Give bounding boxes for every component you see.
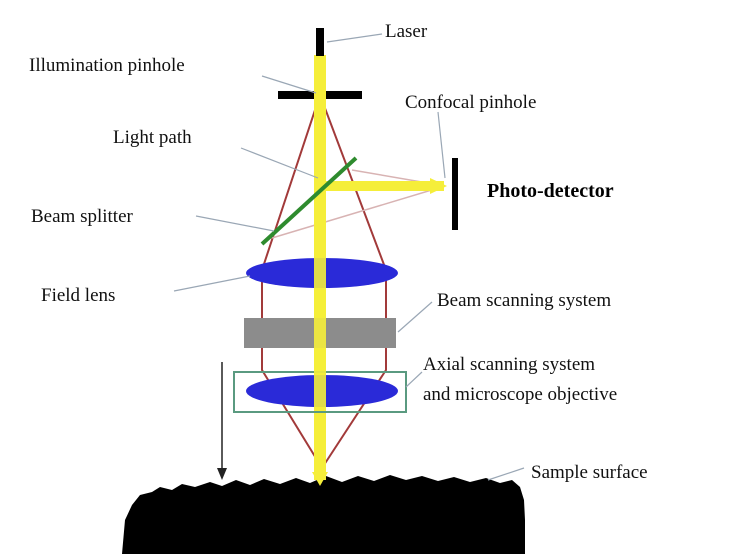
label-sample-surface: Sample surface — [531, 462, 648, 483]
label-beam-scanning-system: Beam scanning system — [437, 290, 611, 311]
label-beam-splitter: Beam splitter — [31, 206, 134, 227]
label-laser: Laser — [385, 21, 428, 42]
axial-scan-arrow — [217, 362, 227, 480]
label-photo-detector: Photo-detector — [487, 180, 614, 202]
reflected-rays — [271, 169, 446, 239]
leader-lines — [173, 33, 525, 481]
sample-surface-shape — [122, 475, 525, 554]
beam-splitter-shape — [260, 156, 358, 246]
label-light-path: Light path — [113, 127, 192, 148]
label-illumination-pinhole: Illumination pinhole — [29, 55, 185, 76]
label-axial-scanning-line2: and microscope objective — [423, 384, 617, 405]
illumination-pinhole-left — [278, 91, 314, 99]
confocal-pinhole-detector — [452, 158, 458, 230]
label-field-lens: Field lens — [41, 285, 115, 306]
illumination-pinhole-right — [326, 91, 362, 99]
label-axial-scanning-line1: Axial scanning system — [423, 354, 595, 375]
laser-source — [316, 28, 324, 56]
label-confocal-pinhole: Confocal pinhole — [405, 92, 536, 113]
laser-beam-overlay — [314, 258, 326, 408]
